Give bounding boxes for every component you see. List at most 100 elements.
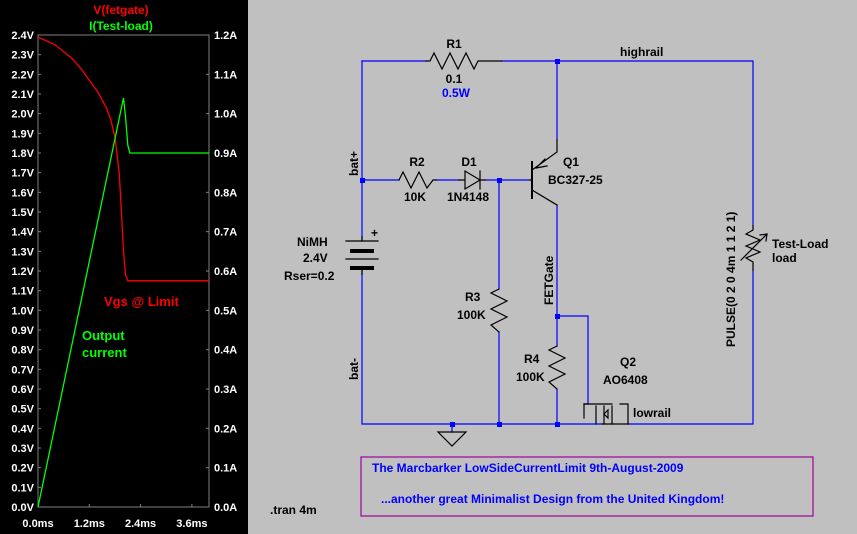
right-tick-label: 0.5A: [214, 305, 237, 317]
left-tick-label: 2.2V: [11, 69, 34, 81]
right-tick-label: 0.2A: [214, 423, 237, 435]
trace-vfetgate[interactable]: [37, 36, 209, 282]
battery-rser: Rser=0.2: [284, 269, 335, 283]
diode-d1-icon: [458, 169, 486, 191]
r1-power: 0.5W: [442, 86, 471, 100]
right-tick-label: 0.0A: [214, 502, 237, 514]
right-tick-label: 1.0A: [214, 109, 237, 121]
left-tick-label: 2.0V: [11, 109, 34, 121]
nmos-fet-icon: [583, 403, 629, 425]
left-tick-label: 1.7V: [11, 168, 34, 180]
resistor-r3-icon: [489, 288, 509, 333]
right-tick-label: 0.3A: [214, 384, 237, 396]
x-tick-label: 3.6ms: [176, 518, 207, 530]
net-bat-plus: bat+: [347, 151, 361, 176]
right-tick-label: 1.2A: [214, 30, 237, 42]
net-lowrail: lowrail: [633, 406, 671, 420]
battery-icon: [345, 236, 379, 275]
pnp-transistor-icon: [529, 139, 558, 206]
annotation-output-current-line1: Output: [82, 328, 125, 343]
left-tick-label: 2.3V: [11, 50, 34, 62]
resistor-r2[interactable]: R2 10K: [398, 155, 437, 204]
q1-ref: Q1: [563, 155, 579, 169]
resistor-r2-icon: [398, 170, 437, 190]
left-tick-label: 0.7V: [11, 364, 34, 376]
net-bat-minus: bat-: [347, 358, 361, 380]
right-tick-label: 1.1A: [214, 69, 237, 81]
battery-type: NiMH: [297, 235, 328, 249]
right-tick-label: 0.9A: [214, 148, 237, 160]
title-box: The Marcbarker LowSideCurrentLimit 9th-A…: [360, 456, 814, 517]
waveform-pane[interactable]: 0.0V0.1V0.2V0.3V0.4V0.5V0.6V0.7V0.8V0.9V…: [0, 0, 248, 534]
d1-ref: D1: [461, 155, 477, 169]
r4-value: 100K: [516, 370, 545, 384]
diode-d1[interactable]: D1 1N4148: [447, 155, 489, 204]
left-tick-label: 0.1V: [11, 482, 34, 494]
schematic-background: [248, 0, 857, 534]
left-tick-label: 1.2V: [11, 266, 34, 278]
left-tick-label: 0.2V: [11, 463, 34, 475]
resistor-r4-icon: [547, 345, 567, 390]
right-tick-label: 0.7A: [214, 227, 237, 239]
left-tick-label: 1.1V: [11, 286, 34, 298]
wire-load-to-lowrail: [627, 269, 754, 425]
pulse-spec: PULSE(0 2 0 4m 1 1 2 1): [724, 212, 738, 347]
legend-test-load-current[interactable]: I(Test-load): [89, 19, 153, 33]
test-load[interactable]: Test-Load load: [740, 225, 828, 271]
q2-ref: Q2: [620, 355, 636, 369]
plot-background: [0, 0, 248, 534]
tran-directive[interactable]: .tran 4m: [270, 503, 317, 517]
x-tick-label: 2.4ms: [125, 518, 156, 530]
r2-ref: R2: [409, 155, 425, 169]
trace-test-load-current[interactable]: [37, 97, 209, 508]
wire-bat-minus: [361, 273, 603, 425]
left-tick-label: 1.6V: [11, 187, 34, 199]
mosfet-q2[interactable]: Q2 AO6408: [583, 355, 648, 425]
left-tick-label: 0.4V: [11, 423, 34, 435]
r3-value: 100K: [457, 308, 486, 322]
right-tick-label: 0.4A: [214, 345, 237, 357]
right-axis-tick-labels: 0.0A 0.1A 0.2A 0.3A 0.4A 0.5A 0.6A 0.7A 0.8A 0.9A…: [214, 30, 237, 514]
left-tick-label: 1.5V: [11, 207, 34, 219]
left-tick-label: 1.8V: [11, 148, 34, 160]
left-tick-label: 0.0V: [11, 502, 34, 514]
net-highrail: highrail: [620, 45, 663, 59]
r3-ref: R3: [465, 290, 481, 304]
left-tick-label: 1.3V: [11, 246, 34, 258]
right-tick-label: 0.8A: [214, 187, 237, 199]
right-tick-label: 0.1A: [214, 463, 237, 475]
transistor-q1[interactable]: Q1 BC327-25: [529, 139, 603, 206]
left-tick-label: 2.1V: [11, 89, 34, 101]
current-source-icon: [740, 225, 768, 271]
schematic-pane[interactable]: R1 0.1 0.5W R2 10K D1 1N4148 Q1: [248, 0, 857, 534]
x-tick-label: 1.2ms: [74, 518, 105, 530]
net-fetgate: FETGate: [542, 255, 556, 305]
left-tick-label: 1.0V: [11, 305, 34, 317]
left-tick-label: 0.5V: [11, 404, 34, 416]
battery-nimh[interactable]: + NiMH 2.4V Rser=0.2: [284, 226, 379, 283]
junctions: [360, 59, 560, 427]
annotation-output-current-line2: current: [82, 345, 127, 360]
left-axis-tick-labels: 0.0V0.1V0.2V0.3V0.4V0.5V0.6V0.7V0.8V0.9V…: [11, 30, 34, 514]
ground-icon: [436, 431, 468, 447]
r2-value: 10K: [404, 190, 426, 204]
q1-value: BC327-25: [548, 173, 603, 187]
legend-vfetgate[interactable]: V(fetgate): [93, 3, 148, 17]
battery-voltage: 2.4V: [303, 251, 328, 265]
axis-ticks: [37, 34, 209, 508]
resistor-r3[interactable]: R3 100K: [457, 288, 509, 333]
q2-value: AO6408: [603, 373, 648, 387]
left-tick-label: 1.4V: [11, 227, 34, 239]
annotation-vgs-limit: Vgs @ Limit: [104, 294, 179, 309]
resistor-r1[interactable]: R1 0.1 0.5W: [425, 37, 503, 100]
left-tick-label: 0.9V: [11, 325, 34, 337]
left-tick-label: 1.9V: [11, 128, 34, 140]
wire-highrail: [501, 60, 754, 227]
right-tick-label: 0.6A: [214, 266, 237, 278]
resistor-r4[interactable]: R4 100K: [516, 345, 567, 390]
left-tick-label: 2.4V: [11, 30, 34, 42]
d1-value: 1N4148: [447, 190, 489, 204]
